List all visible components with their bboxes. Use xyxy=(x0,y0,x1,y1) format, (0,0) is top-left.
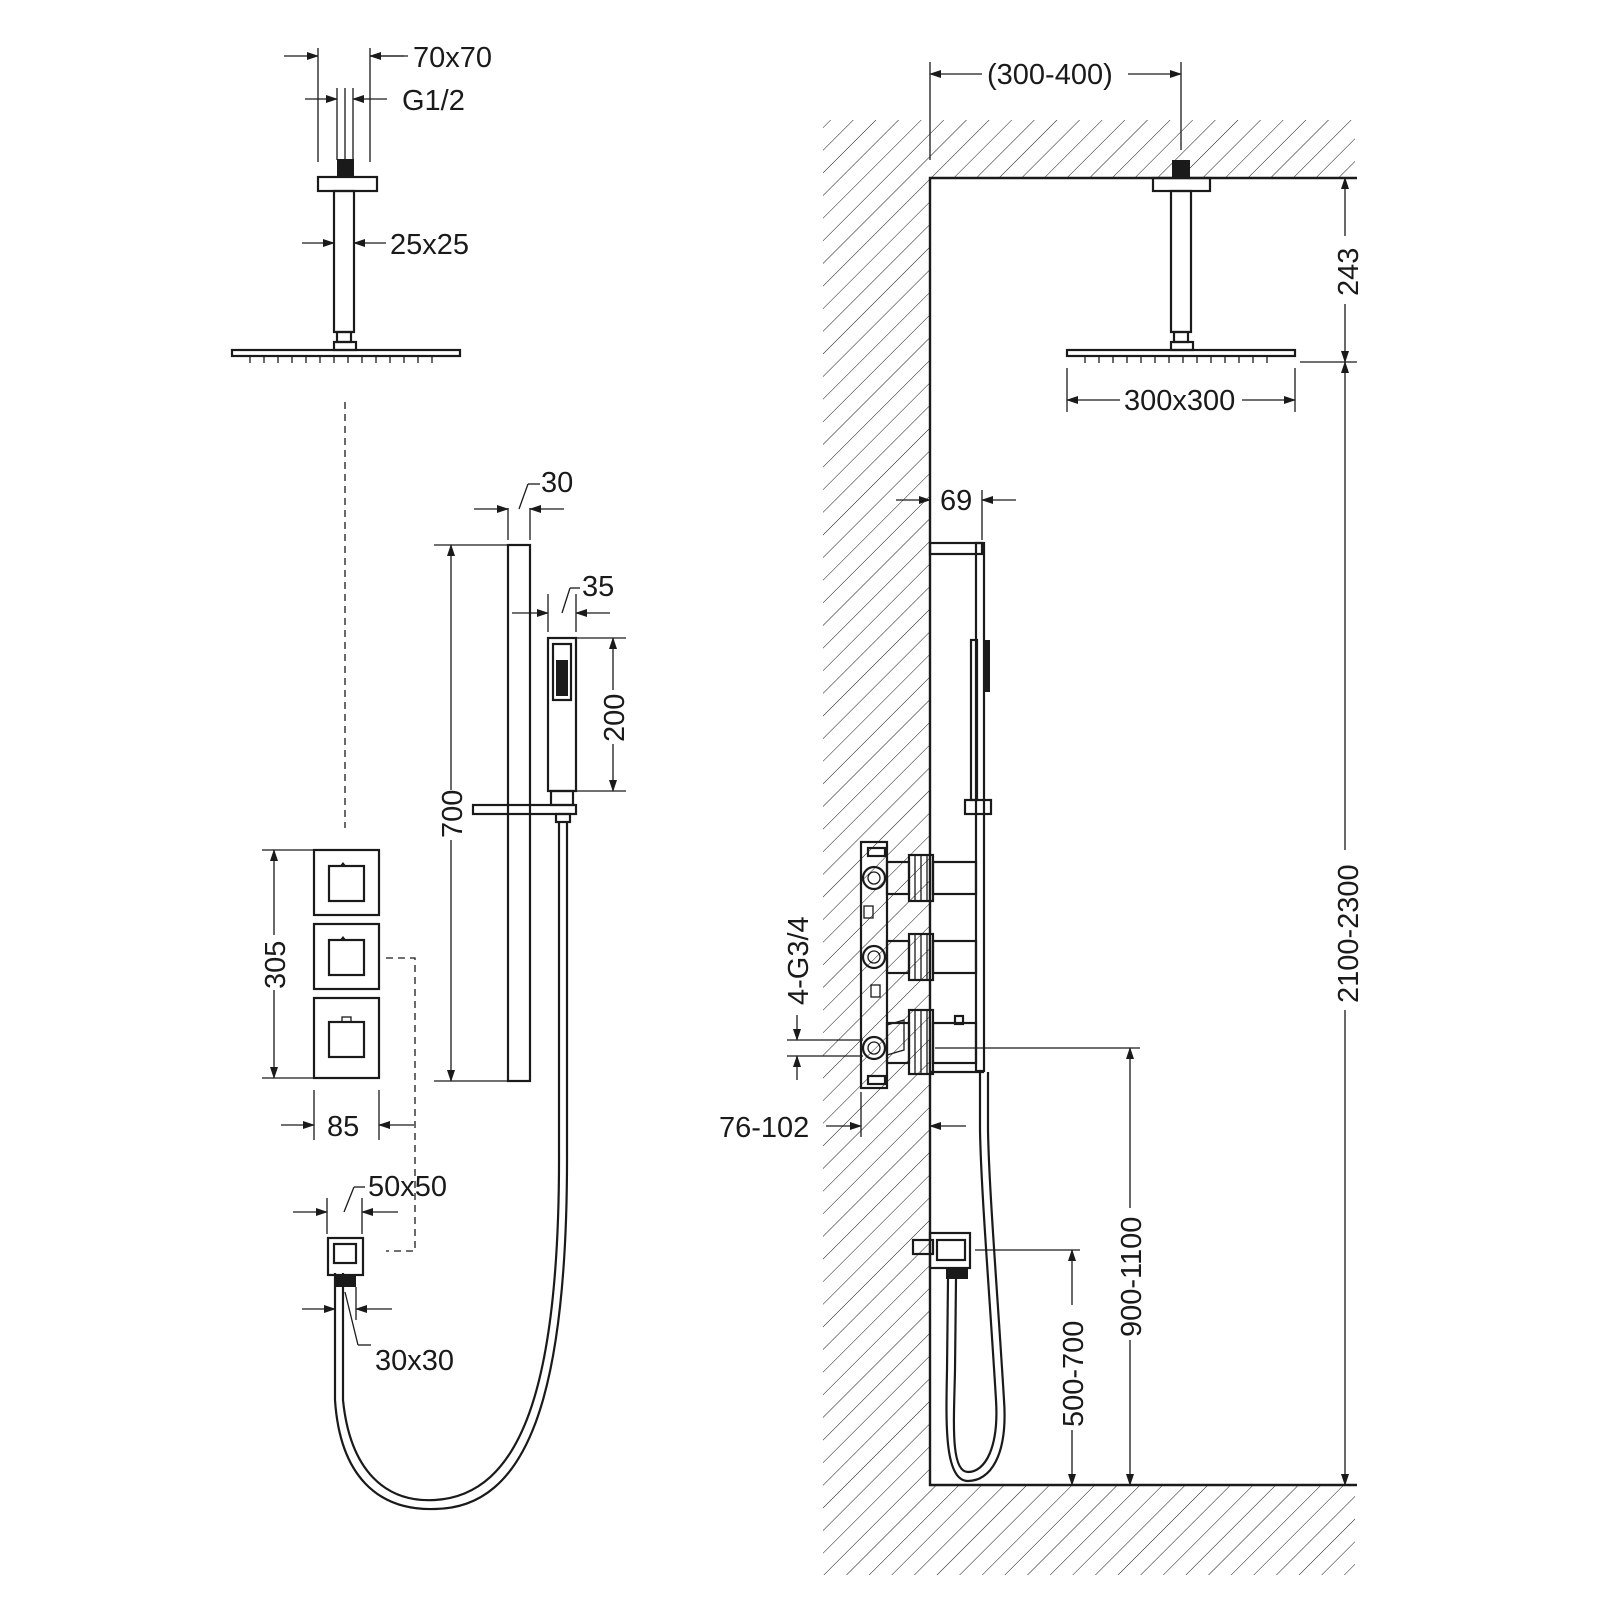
side-view-rail-and-panel xyxy=(787,361,1349,1486)
dim-outlet-nipple: 30x30 xyxy=(375,1345,454,1377)
dim-rail-width: 30 xyxy=(541,467,573,499)
dim-head-size: 300x300 xyxy=(1124,385,1235,417)
dim-panel-depth: 69 xyxy=(940,485,972,517)
side-head-nozzles xyxy=(1084,356,1268,363)
dim-handshower-length: 200 xyxy=(599,694,631,742)
cartridge-2-threads xyxy=(914,934,928,980)
front-view-rain-head xyxy=(230,48,462,828)
front-view-labels: 70x70 G1/2 25x25 30 35 200 700 305 85 50… xyxy=(260,42,631,1377)
dim-panel-width: 85 xyxy=(327,1111,359,1143)
head-nozzles xyxy=(249,356,433,363)
dim-valve-height: 900-1100 xyxy=(1116,1217,1148,1337)
side-view-rain-head xyxy=(929,62,1357,412)
dim-wall-to-head: (300-400) xyxy=(987,59,1113,91)
dim-inlets: 4-G3/4 xyxy=(783,916,815,1005)
dim-arm-section: 25x25 xyxy=(390,229,469,261)
dim-outlet-height: 500-700 xyxy=(1058,1321,1090,1427)
side-view-labels: (300-400) 243 300x300 69 4-G3/4 76-102 9… xyxy=(719,59,1365,1427)
dim-panel-height: 305 xyxy=(260,941,292,989)
dim-outlet-size: 50x50 xyxy=(368,1171,447,1203)
dim-valve-depth: 76-102 xyxy=(719,1112,809,1144)
cartridge-3-threads xyxy=(914,1010,928,1074)
dim-thread: G1/2 xyxy=(402,85,465,117)
side-view-wall-section xyxy=(823,120,1357,1575)
front-view-slide-rail xyxy=(333,483,626,1511)
dim-rail-length: 700 xyxy=(437,790,469,838)
dim-ceiling-height: 2100-2300 xyxy=(1333,864,1365,1003)
dim-arm-drop: 243 xyxy=(1333,248,1365,296)
front-view-wall-outlet xyxy=(293,1186,398,1346)
cartridge-1-threads xyxy=(914,855,928,901)
dim-handshower-width: 35 xyxy=(582,571,614,603)
dim-head-flange: 70x70 xyxy=(413,42,492,74)
front-view-control-panel xyxy=(262,848,416,1252)
